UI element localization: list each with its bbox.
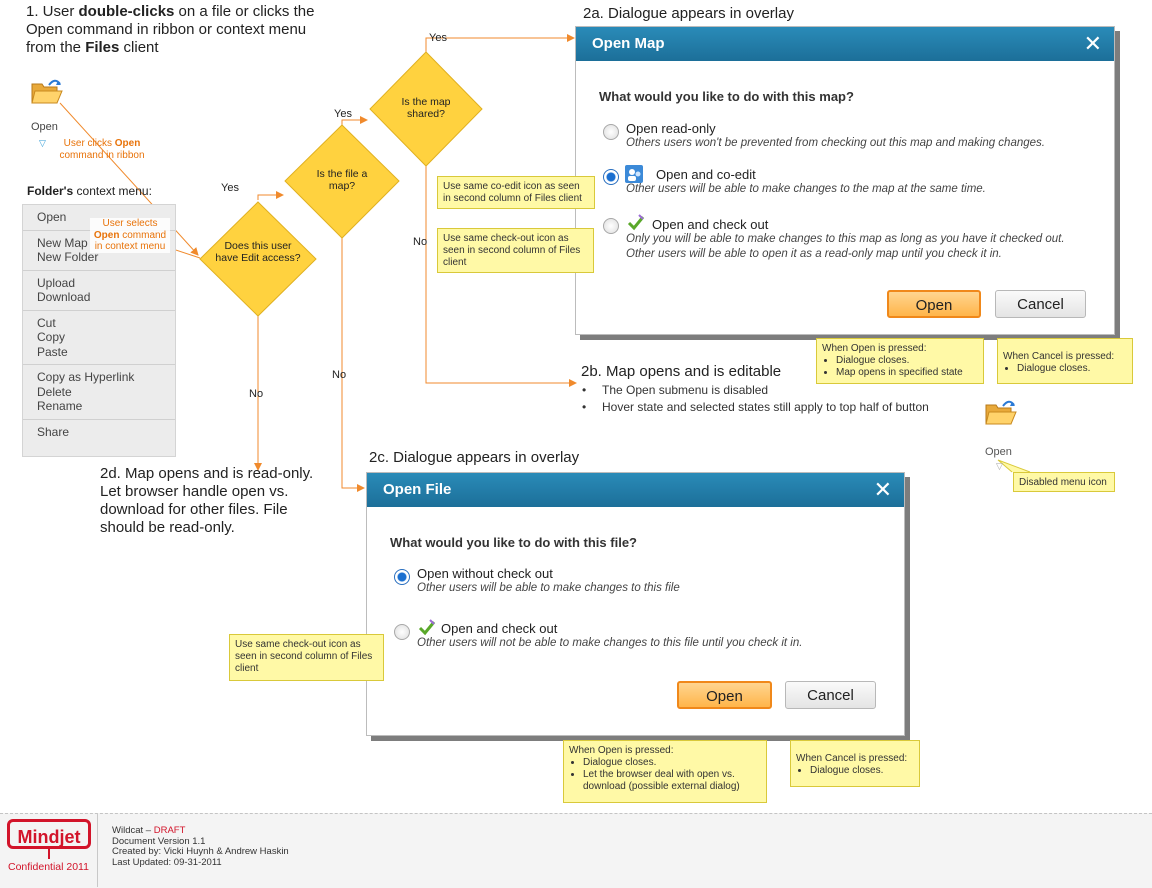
folder-open-disabled-icon (985, 400, 1017, 431)
option-desc: Others users won't be prevented from che… (626, 137, 1045, 149)
radio-open-read-only[interactable] (603, 124, 619, 140)
label-no-map: No (332, 369, 347, 381)
radio-open-check-out[interactable] (603, 218, 619, 234)
step-2a-title: 2a. Dialogue appears in overlay (583, 5, 794, 22)
label-yes-edit: Yes (221, 182, 239, 194)
disabled-open-label: Open (985, 446, 1012, 458)
menu-group-manage: Copy as Hyperlink Delete Rename (23, 365, 175, 420)
cancel-button[interactable]: Cancel (995, 290, 1086, 318)
menu-item-paste[interactable]: Paste (37, 344, 68, 359)
menu-item-cut[interactable]: Cut (37, 315, 56, 330)
footer (0, 813, 1152, 888)
note-file-open: When Open is pressed: Dialogue closes. L… (563, 740, 767, 803)
option-label: Open without check out (417, 566, 553, 581)
step-2b-title: 2b. Map opens and is editable (581, 363, 782, 380)
step-2d-text: 2d. Map opens and is read-only. Let brow… (100, 465, 314, 536)
option-desc: Other users will be able to make changes… (626, 183, 986, 195)
open-map-dialog-title: Open Map (592, 35, 665, 52)
open-file-dialog-titlebar: Open File ✕ (367, 473, 904, 507)
note-checkout-icon: Use same check-out icon as seen in secon… (437, 228, 594, 273)
footer-info: Wildcat – DRAFT Document Version 1.1 Cre… (112, 825, 289, 868)
note-disabled-icon: Disabled menu icon (1013, 472, 1115, 492)
note-file-cancel: When Cancel is pressed: Dialogue closes. (790, 740, 920, 787)
option-open-check-out: Open and check out Only you will be able… (626, 217, 1065, 262)
decision-shared-label: Is the map shared? (401, 96, 451, 120)
option-label: Open and check out (441, 621, 558, 636)
label-no-edit: No (249, 388, 264, 400)
menu-item-copy[interactable]: Copy (37, 330, 66, 344)
close-icon[interactable]: ✕ (873, 477, 892, 502)
option-file-open-check-out: Open and check out Other users will not … (417, 621, 802, 651)
ribbon-open-label: Open (31, 121, 58, 133)
open-button[interactable]: Open (887, 290, 981, 318)
step-2b-bullets: •The Open submenu is disabled •Hover sta… (582, 382, 929, 416)
menu-item-share[interactable]: Share (37, 424, 70, 439)
folder-open-icon[interactable] (31, 79, 63, 110)
menu-group-clipboard: Cut Copy Paste (23, 311, 175, 365)
menu-item-upload[interactable]: Upload (37, 275, 76, 290)
note-coedit-icon: Use same co-edit icon as seen in second … (437, 176, 595, 209)
ribbon-pointer-icon: ▽ (39, 138, 46, 148)
check-out-icon (418, 619, 436, 642)
option-desc-2: Other users will be able to open it as a… (626, 248, 1002, 260)
cancel-button[interactable]: Cancel (785, 681, 876, 709)
menu-item-delete[interactable]: Delete (37, 384, 72, 399)
option-open-co-edit: Open and co-edit Other users will be abl… (626, 167, 986, 197)
menu-item-copy-hyperlink[interactable]: Copy as Hyperlink (37, 370, 135, 384)
open-file-dialog: Open File ✕ What would you like to do wi… (366, 472, 905, 736)
decision-is-map (284, 124, 400, 239)
close-icon[interactable]: ✕ (1083, 31, 1102, 56)
decision-shared (369, 51, 483, 167)
menu-group-share: Share (23, 420, 175, 445)
open-file-question: What would you like to do with this file… (390, 535, 637, 550)
menu-item-download[interactable]: Download (37, 290, 91, 304)
disabled-pointer-icon: ▽ (996, 461, 1003, 471)
menu-item-open[interactable]: Open (37, 210, 67, 224)
mindjet-logo: Mindjet (7, 819, 91, 849)
option-desc: Only you will be able to make changes to… (626, 233, 1065, 245)
bullet-item: •Hover state and selected states still a… (582, 400, 929, 414)
option-label: Open read-only (626, 121, 716, 136)
option-label: Open and check out (652, 217, 769, 232)
decision-map-label: Is the file a map? (316, 168, 368, 192)
radio-open-co-edit[interactable] (603, 169, 619, 185)
open-map-question: What would you like to do with this map? (599, 89, 854, 104)
option-desc: Other users will be able to make changes… (417, 582, 680, 594)
label-yes-map: Yes (334, 108, 352, 120)
menu-item-new-folder[interactable]: New Folder (37, 250, 99, 264)
radio-file-open-check-out[interactable] (394, 624, 410, 640)
check-out-icon (627, 214, 645, 237)
label-no-shared: No (413, 236, 428, 248)
option-desc: Other users will not be able to make cha… (417, 637, 803, 649)
decision-edit-access (199, 201, 317, 317)
open-button[interactable]: Open (677, 681, 772, 709)
menu-item-rename[interactable]: Rename (37, 399, 83, 413)
label-yes-shared: Yes (429, 32, 447, 44)
bullet-item: •The Open submenu is disabled (582, 383, 769, 397)
open-file-dialog-title: Open File (383, 481, 452, 498)
note-map-open: When Open is pressed: Dialogue closes. M… (816, 338, 984, 384)
decision-edit-label: Does this user have Edit access? (215, 240, 301, 264)
open-map-dialog: Open Map ✕ What would you like to do wit… (575, 26, 1115, 335)
confidential-label: Confidential 2011 (8, 861, 89, 873)
option-open-read-only: Open read-only Others users won't be pre… (626, 121, 1045, 151)
radio-open-without-check-out[interactable] (394, 569, 410, 585)
menu-item-new-map[interactable]: New Map (37, 235, 88, 250)
open-map-dialog-titlebar: Open Map ✕ (576, 27, 1114, 61)
menu-group-new: New Map New Folder (23, 231, 175, 271)
option-open-without-check-out: Open without check out Other users will … (417, 566, 680, 596)
step-2c-title: 2c. Dialogue appears in overlay (369, 449, 580, 466)
co-edit-icon (624, 164, 644, 189)
logo-tail (48, 849, 50, 859)
note-map-cancel: When Cancel is pressed: Dialogue closes. (997, 338, 1133, 384)
footer-divider (97, 813, 98, 887)
step-1-text: 1. User double-clicks on a file or click… (26, 3, 315, 56)
note-checkout-icon-file: Use same check-out icon as seen in secon… (229, 634, 384, 681)
option-label: Open and co-edit (656, 167, 756, 182)
menu-group-transfer: Upload Download (23, 271, 175, 311)
context-menu-heading: Folder's context menu: (27, 184, 152, 198)
